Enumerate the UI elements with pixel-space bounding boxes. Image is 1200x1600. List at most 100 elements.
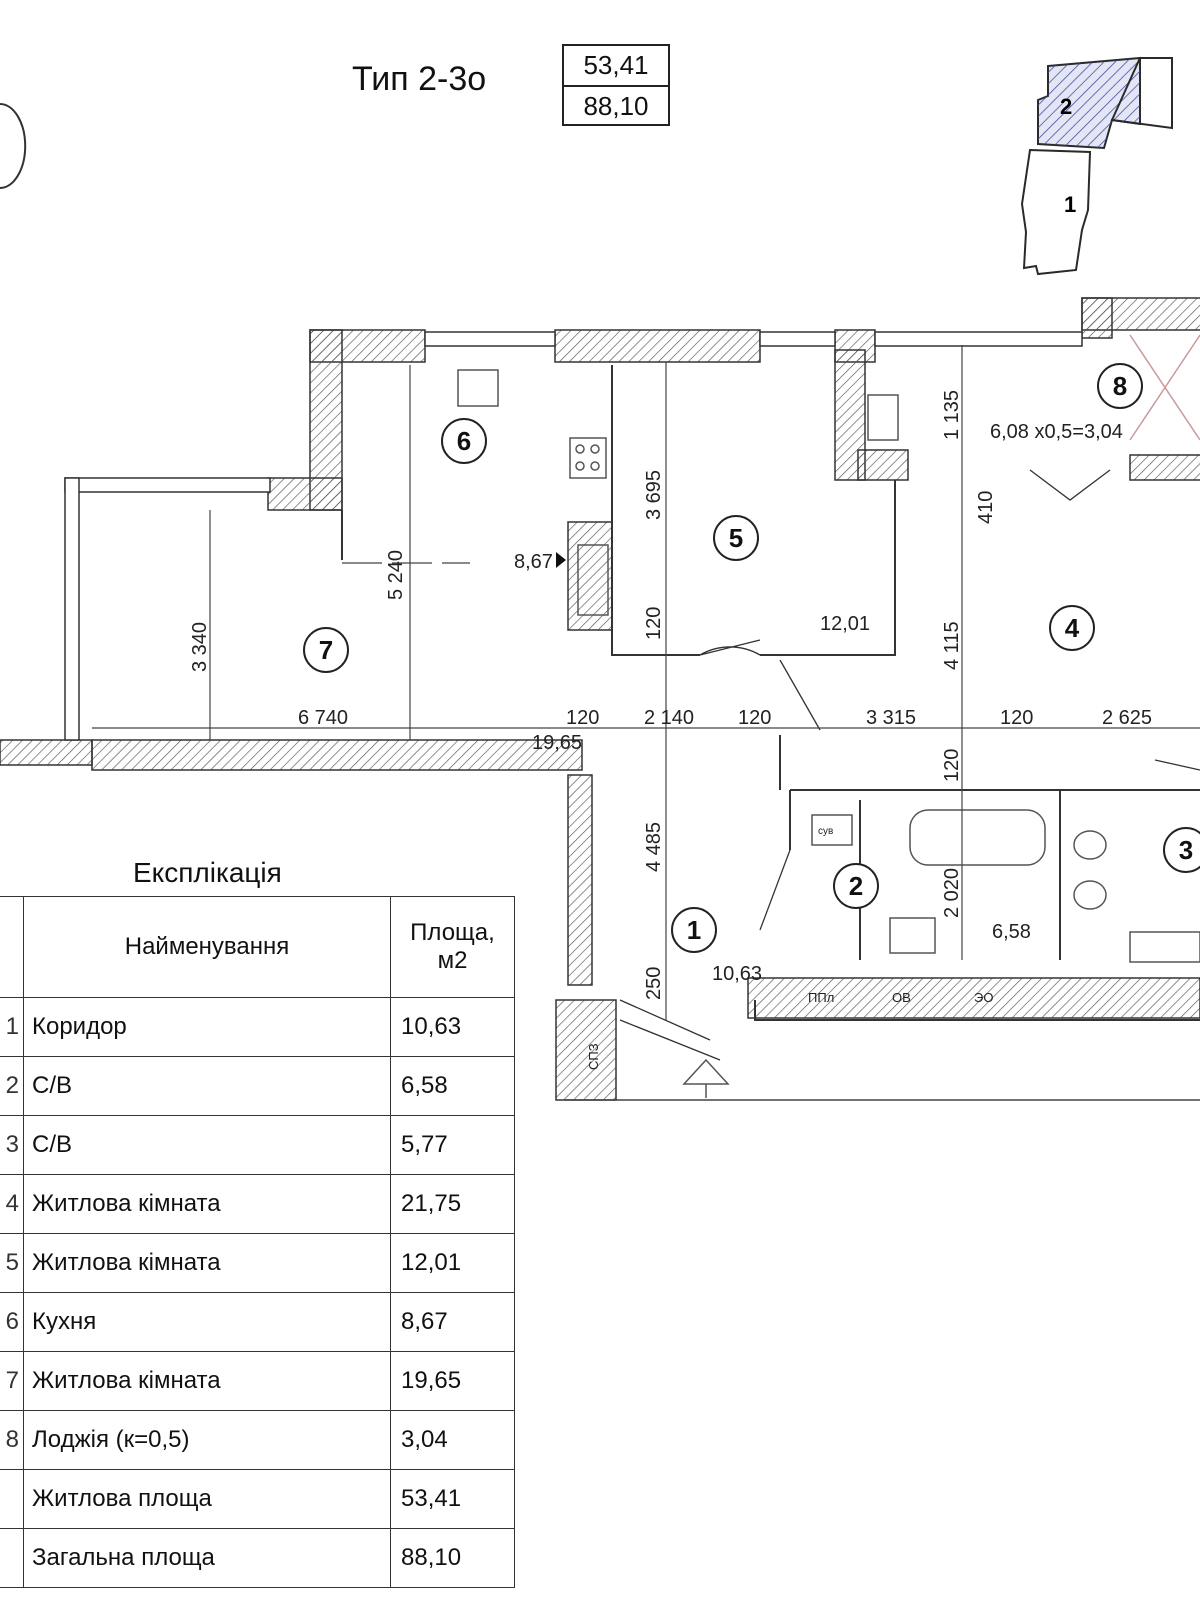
washbasin-icon <box>889 917 936 954</box>
wall-entry <box>555 999 617 1101</box>
key-plan: 2 1 <box>1020 56 1173 276</box>
door-entry <box>619 999 721 1061</box>
svg-text:5: 5 <box>729 523 743 553</box>
dim-120-right: 120 <box>1000 707 1033 729</box>
dim-410: 410 <box>975 491 997 524</box>
dim-5240: 5 240 <box>385 550 407 600</box>
keyplan-label-1: 1 <box>1064 192 1076 217</box>
room-area-labels: 8,67 12,01 19,65 10,63 6,58 6,08 x0,5=3,… <box>514 421 1123 985</box>
dim-120-vbath: 120 <box>941 749 963 782</box>
area-summary-box: 53,41 88,10 <box>562 44 670 126</box>
dimension-labels: 1 135 3 695 5 240 3 340 410 4 115 120 6 … <box>189 390 1152 1000</box>
living-area-value: 53,41 <box>564 46 668 87</box>
radiator-bath <box>1129 931 1200 963</box>
apartment-type-title: Тип 2-3о <box>352 60 487 98</box>
dim-1135: 1 135 <box>941 390 963 440</box>
stove-icon <box>569 437 607 479</box>
room-marker-4: 4 <box>1049 605 1095 651</box>
room-marker-1: 1 <box>671 907 717 953</box>
door-loggia <box>1029 469 1111 501</box>
wall-loggia-col <box>1081 297 1113 339</box>
room7-area: 19,65 <box>532 732 582 754</box>
room-marker-3: 3 <box>1163 827 1200 873</box>
dim-120-v5: 120 <box>643 607 665 640</box>
shaft-ov: ОВ <box>892 990 911 1005</box>
door-corridor <box>779 659 821 731</box>
windows <box>64 331 1083 741</box>
window-room5 <box>759 331 836 347</box>
header-name: Найменування <box>23 896 391 998</box>
svg-text:7: 7 <box>319 635 333 665</box>
bathtub-icon <box>909 809 1046 866</box>
shaft-labels: ППл ОВ ЭО СПЗ сув <box>586 826 993 1070</box>
room6-area-arrow-icon <box>556 552 566 568</box>
shaft-spz: СПЗ <box>586 1043 601 1070</box>
corridor-walls <box>754 735 1200 1021</box>
dim-3340: 3 340 <box>189 622 211 672</box>
dim-120-mid: 120 <box>738 707 771 729</box>
entry-arrow-icon <box>682 1058 730 1098</box>
total-area-value: 88,10 <box>583 91 649 121</box>
window-room7 <box>64 477 271 493</box>
room1-area: 10,63 <box>712 963 762 985</box>
svg-text:6: 6 <box>457 426 471 456</box>
toilet-icon <box>1073 830 1107 860</box>
fixtures <box>457 334 1200 1098</box>
dimension-lines <box>92 345 1200 1020</box>
keyplan-building <box>1110 57 1173 130</box>
doors <box>619 469 1200 1061</box>
keyplan-section-1 <box>1020 148 1092 276</box>
compass-icon <box>0 103 27 189</box>
walls <box>0 297 1200 1101</box>
svg-text:2: 2 <box>849 871 863 901</box>
dim-2020: 2 020 <box>941 868 963 918</box>
dim-2625: 2 625 <box>1102 707 1152 729</box>
window-kitchen <box>424 331 556 347</box>
dim-3695: 3 695 <box>643 470 665 520</box>
partitions <box>341 365 1200 1021</box>
room-marker-8: 8 <box>1097 363 1143 409</box>
wall-kitchen-stub <box>567 774 593 986</box>
wall-loggia-bottom <box>1129 454 1200 481</box>
svg-text:4: 4 <box>1065 613 1080 643</box>
shaft-eo: ЭО <box>974 990 993 1005</box>
svg-text:1: 1 <box>687 915 701 945</box>
dim-4485: 4 485 <box>643 822 665 872</box>
window-loggia <box>874 331 1083 347</box>
dim-4115: 4 115 <box>941 621 963 670</box>
keyplan-label-2: 2 <box>1060 94 1072 119</box>
door-room3 <box>1154 759 1200 771</box>
wall-loggia-left <box>857 449 909 481</box>
header-area: Площа, м2 <box>390 896 515 998</box>
kitchen-duct <box>567 521 613 631</box>
room-markers: 6 5 7 4 8 2 1 3 <box>303 363 1200 953</box>
wall-left-notch <box>267 477 343 511</box>
svg-text:3: 3 <box>1179 835 1193 865</box>
dim-3315: 3 315 <box>866 707 916 729</box>
dim-6740: 6 740 <box>298 707 348 729</box>
shaft-ppl: ППл <box>808 990 834 1005</box>
room6-area: 8,67 <box>514 551 553 573</box>
room-marker-2: 2 <box>833 863 879 909</box>
wall-bottom-ext <box>0 739 93 766</box>
explication-title: Експлікація <box>133 857 282 888</box>
loggia-sink <box>867 394 899 441</box>
door-bath <box>759 849 791 931</box>
window-room7-side <box>64 477 80 741</box>
dim-250: 250 <box>643 967 665 1000</box>
explication-header-row: Найменування Площа, м2 <box>0 896 515 998</box>
room5-area: 12,01 <box>820 613 870 635</box>
room-marker-5: 5 <box>713 515 759 561</box>
